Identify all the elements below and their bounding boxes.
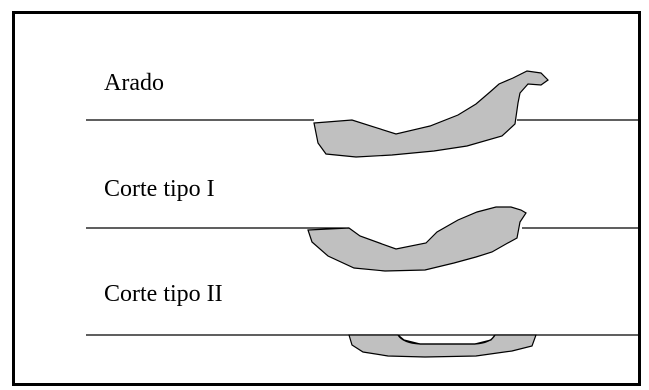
soil-slice-arado <box>314 71 548 157</box>
soil-slice-corte-tipo-ii <box>349 335 536 357</box>
row-corte-tipo-i: Corte tipo I <box>86 176 638 271</box>
row-label-arado: Arado <box>104 70 164 96</box>
row-label-corte-tipo-i: Corte tipo I <box>104 176 215 202</box>
row-label-corte-tipo-ii: Corte tipo II <box>104 281 223 307</box>
soil-slice-corte-tipo-i <box>308 207 526 271</box>
row-corte-tipo-ii: Corte tipo II <box>86 281 638 357</box>
row-arado: Arado <box>86 70 638 157</box>
